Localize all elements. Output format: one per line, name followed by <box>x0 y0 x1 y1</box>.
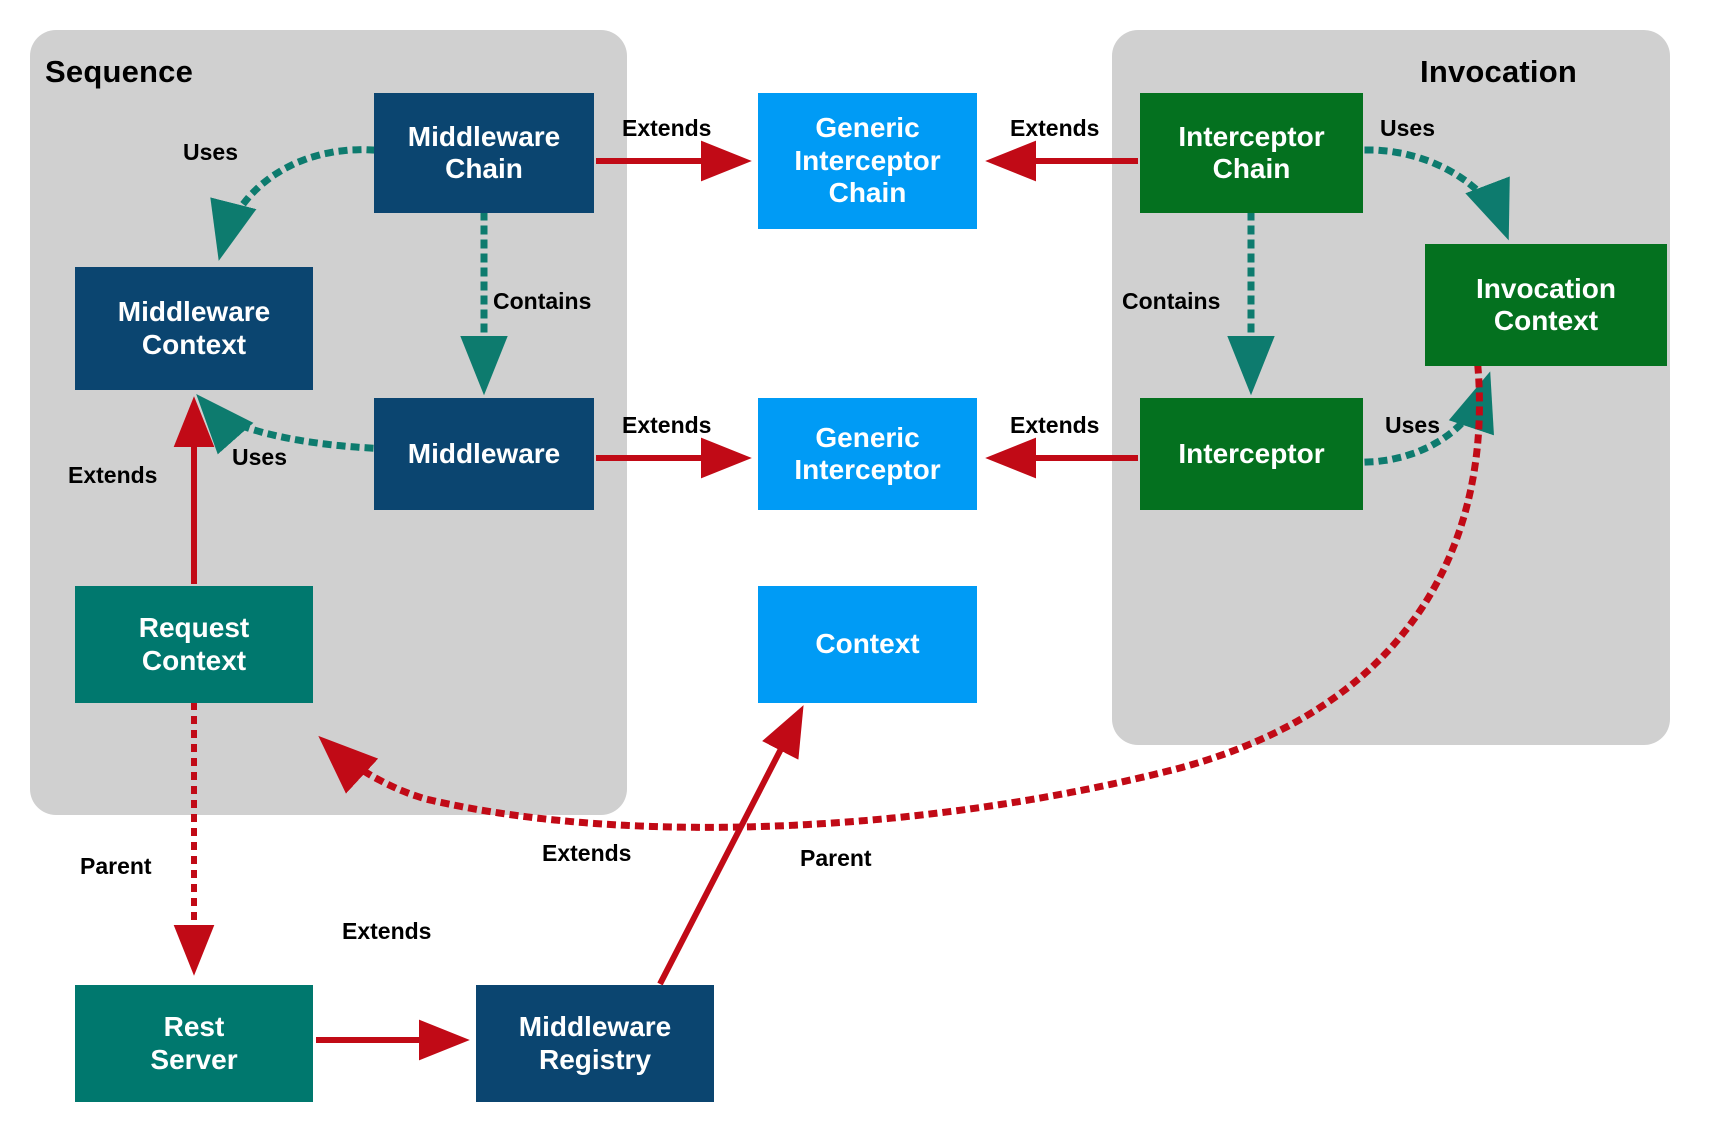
node-label-line: Registry <box>538 1043 652 1075</box>
edge-label-contains-mwchain-mw: Contains <box>493 288 592 314</box>
node-label-line: Middleware <box>518 1011 672 1043</box>
node-label-line: Interceptor <box>1178 120 1325 152</box>
edge-label-extends-restserver-mwreg: Extends <box>342 918 432 944</box>
edge-label-uses-mwchain-mwcontext: Uses <box>183 139 238 165</box>
edge-mwreg-extends-context <box>657 705 804 986</box>
node-label-line: Interceptor <box>1178 437 1325 469</box>
node-label-line: Chain <box>828 177 907 209</box>
node-label-line: Middleware <box>117 296 271 328</box>
node-label-line: Rest <box>163 1011 225 1043</box>
edge-label-extends-interceptor-gi: Extends <box>1010 412 1100 438</box>
node-middleware[interactable]: Middleware <box>374 398 594 510</box>
node-label-line: Chain <box>1212 153 1291 184</box>
node-interceptor[interactable]: Interceptor <box>1140 398 1363 510</box>
node-label-line: Middleware <box>407 437 561 469</box>
edge-label-uses-interceptor-invctx: Uses <box>1385 412 1440 438</box>
edge-label-uses-mw-mwcontext: Uses <box>232 444 287 470</box>
node-context[interactable]: Context <box>758 586 977 703</box>
edge-label-extends-mw-gi: Extends <box>622 412 712 438</box>
edge-label-extends-ic-gic: Extends <box>1010 115 1100 141</box>
node-label-line: Chain <box>445 153 523 184</box>
node-label-line: Context <box>141 328 247 360</box>
node-label-line: Request <box>138 612 250 644</box>
node-label-line: Context <box>815 628 920 660</box>
node-label-line: Server <box>150 1043 238 1075</box>
node-label-line: Context <box>141 644 247 676</box>
node-label-line: Middleware <box>407 120 561 152</box>
edge-label-parent-reqctx-restserver: Parent <box>80 853 152 879</box>
edge-label-uses-ic-invctx: Uses <box>1380 115 1435 141</box>
node-label-line: Generic <box>815 421 920 453</box>
edge-label-extends-mwreg-context: Extends <box>542 840 632 866</box>
node-label-line: Interceptor <box>794 144 941 176</box>
edge-label-contains-ic-interceptor: Contains <box>1122 288 1221 314</box>
node-label-line: Invocation <box>1475 272 1616 304</box>
panel-title-sequence: Sequence <box>45 54 194 89</box>
panel-title-invocation: Invocation <box>1420 54 1578 89</box>
edge-label-extends-reqctx-mwctx: Extends <box>68 462 158 488</box>
node-label-line: Generic <box>815 112 920 144</box>
node-label-line: Interceptor <box>794 454 941 485</box>
node-label-line: Context <box>1493 305 1599 336</box>
edge-label-parent-invctx-reqctx: Parent <box>800 845 872 871</box>
edge-label-extends-mwchain-gic: Extends <box>622 115 712 141</box>
